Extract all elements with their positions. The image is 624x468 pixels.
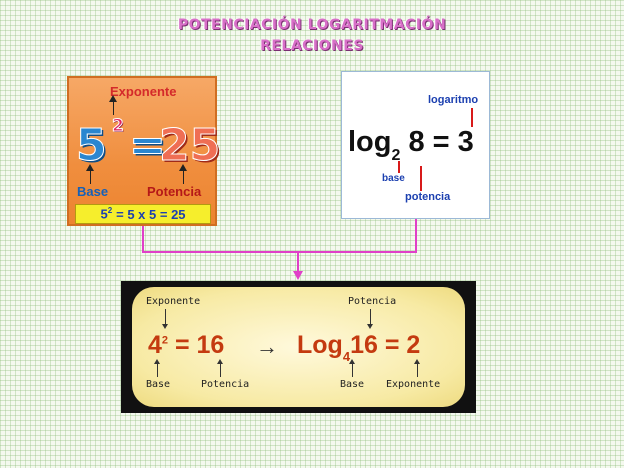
left-base-arrow (154, 359, 160, 377)
log-word: log (348, 126, 392, 158)
power-base: 4 (148, 331, 162, 359)
relation-panel-inner: Exponente Potencia 42 = 16 → Log416 = 2 … (132, 287, 465, 407)
log-base: 4 (342, 349, 351, 364)
title-line-2: RELACIONES (260, 38, 364, 54)
potencia-label: Potencia (147, 184, 202, 199)
equals-sign: = (129, 120, 167, 172)
left-exponente-arrow (162, 309, 168, 329)
base-tick (398, 161, 400, 173)
exponent-number: 2 (112, 116, 125, 137)
connector-arrowhead (293, 271, 303, 280)
title-line-1: POTENCIACIÓN LOGARITMACIÓN (177, 17, 447, 33)
result-number: 25 (158, 120, 221, 172)
log-word: Log (297, 331, 343, 359)
right-potencia-arrow (367, 309, 373, 329)
box-expansion: = 5 x 5 = 25 (116, 206, 186, 222)
exponente-arrow (109, 95, 117, 115)
log-rest: 16 = 2 (350, 331, 421, 359)
expansion-box: 52 = 5 x 5 = 25 (75, 204, 211, 224)
right-potencia-label: Potencia (348, 296, 397, 307)
base-number: 5 (76, 120, 108, 172)
left-exponente-label: Exponente (146, 296, 201, 307)
left-potencia-label: Potencia (201, 379, 250, 390)
log-rest: 8 = 3 (408, 126, 474, 158)
base-arrow (86, 164, 94, 184)
right-exponente-label: Exponente (386, 379, 441, 390)
box-exponent: 2 (107, 206, 113, 216)
base-label: Base (77, 184, 109, 199)
potencia-arrow (179, 164, 187, 184)
right-base-label: Base (340, 379, 365, 390)
potencia-label: potencia (405, 191, 451, 203)
logaritmacion-card: logaritmo log2 8 = 3 base potencia (341, 71, 490, 219)
power-exponent: 2 (161, 334, 169, 347)
left-connector (142, 226, 144, 252)
power-rest: = 16 (174, 331, 225, 359)
log-expression: Log416 = 2 (297, 331, 421, 364)
logaritmo-label: logaritmo (428, 94, 479, 106)
power-expression: 42 = 16 (148, 331, 224, 360)
relation-panel: Exponente Potencia 42 = 16 → Log416 = 2 … (121, 281, 476, 413)
box-base: 5 (100, 206, 108, 222)
relation-arrow-icon: → (256, 334, 278, 359)
base-label: base (382, 173, 405, 184)
right-base-arrow (349, 359, 355, 377)
potenciacion-card: Exponente 5 2 = 25 Base Potencia 52 = 5 … (67, 76, 221, 226)
right-connector (415, 219, 417, 252)
log-base: 2 (391, 146, 401, 164)
exponente-label: Exponente (110, 84, 177, 99)
center-connector (297, 251, 299, 272)
log-expression: log2 8 = 3 (348, 126, 474, 164)
left-potencia-arrow (217, 359, 223, 377)
potencia-tick (420, 166, 422, 191)
horizontal-connector (142, 251, 417, 253)
logaritmo-tick (471, 108, 473, 127)
right-exponente-arrow (414, 359, 420, 377)
left-base-label: Base (146, 379, 171, 390)
